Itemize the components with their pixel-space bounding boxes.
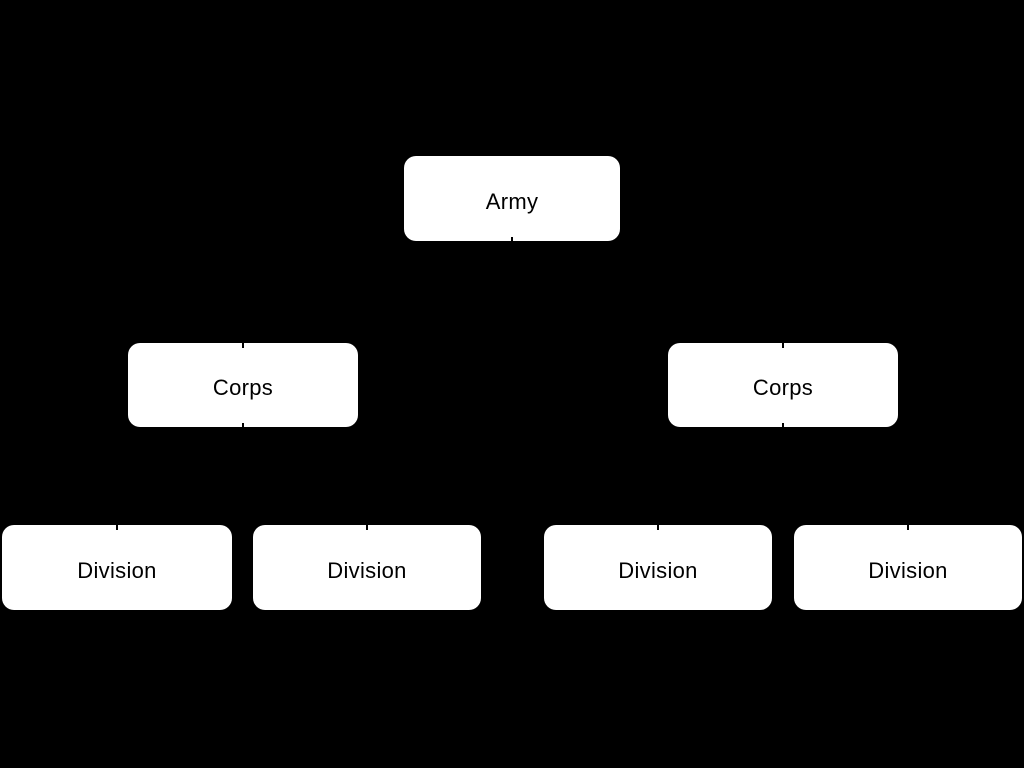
node-division-3: Division [544,525,772,610]
node-division-3-label: Division [618,557,698,583]
node-army-label: Army [485,188,539,214]
connector-army-crossbar [242,292,783,294]
node-division-1-label: Division [77,557,157,583]
connector-corps-left-trunk [242,423,244,477]
node-corps-left: Corps [128,343,358,427]
node-division-4: Division [794,525,1022,610]
connector-corps-left-crossbar [116,475,367,477]
node-army: Army [404,156,620,241]
connector-to-division-3 [657,475,659,530]
node-division-4-label: Division [868,557,948,583]
connector-army-trunk [511,237,513,294]
node-division-1: Division [2,525,232,610]
node-division-2-label: Division [327,557,407,583]
node-corps-right-label: Corps [752,375,814,400]
node-corps-left-label: Corps [212,375,274,400]
connector-to-corps-right [782,292,784,348]
connector-to-division-1 [116,475,118,530]
connector-to-division-2 [366,475,368,530]
node-corps-right: Corps [668,343,898,427]
node-division-2: Division [253,525,481,610]
connector-to-corps-left [242,292,244,348]
connector-corps-right-trunk [782,423,784,477]
connector-to-division-4 [907,475,909,530]
connector-corps-right-crossbar [657,475,908,477]
